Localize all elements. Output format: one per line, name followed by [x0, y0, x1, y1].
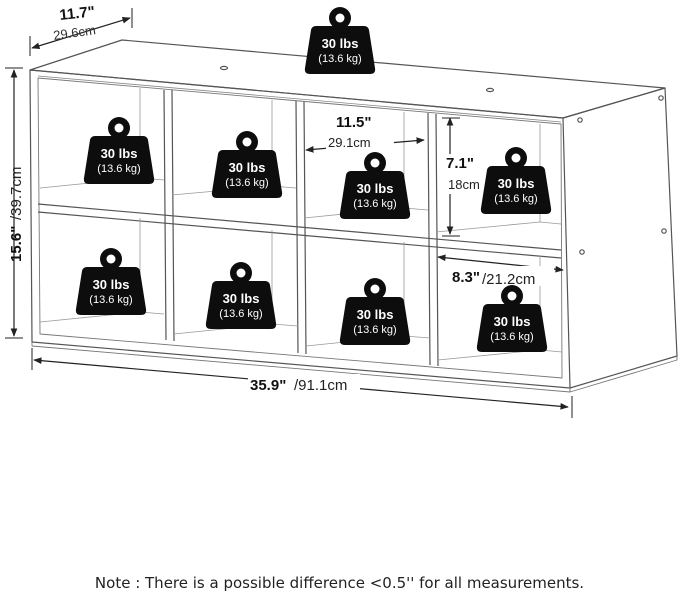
- weight-badge: 30 lbs (13.6 kg): [476, 285, 548, 352]
- weight-badges: 30 lbs (13.6 kg) 30 lbs (13.6 kg) 30 lbs (13.…: [75, 7, 552, 352]
- weight-kg-label: (13.6 kg): [318, 53, 361, 65]
- weight-icon: [304, 26, 376, 74]
- weight-kg-label: (13.6 kg): [89, 294, 132, 306]
- width-cm: /91.1cm: [294, 377, 347, 394]
- height-cm: /39.7cm: [8, 167, 25, 220]
- weight-lbs-label: 30 lbs: [322, 36, 359, 51]
- weight-badge: 30 lbs (13.6 kg): [75, 248, 147, 315]
- weight-lbs-label: 30 lbs: [93, 277, 130, 292]
- weight-lbs-label: 30 lbs: [357, 307, 394, 322]
- weight-lbs-label: 30 lbs: [229, 160, 266, 175]
- weight-kg-label: (13.6 kg): [353, 324, 396, 336]
- cube-width-inches: 11.5": [336, 114, 371, 131]
- weight-badge: 30 lbs (13.6 kg): [205, 262, 277, 329]
- depth-inches: 11.7": [59, 3, 96, 24]
- cube-height-cm: 18cm: [448, 177, 480, 192]
- weight-badge: 30 lbs (13.6 kg): [339, 278, 411, 345]
- weight-kg-label: (13.6 kg): [219, 308, 262, 320]
- weight-icon: [476, 304, 548, 352]
- weight-badge: 30 lbs (13.6 kg): [211, 131, 283, 198]
- width-inches: 35.9": [250, 377, 286, 394]
- cube-depth-inches: 8.3": [452, 269, 480, 286]
- divider-1: [163, 89, 175, 342]
- dimension-cube-width: 11.5" 29.1cm: [305, 114, 425, 153]
- shelf-right-side: [562, 87, 678, 389]
- cube-depth-cm: /21.2cm: [482, 271, 535, 288]
- weight-kg-label: (13.6 kg): [494, 193, 537, 205]
- weight-icon: [211, 150, 283, 198]
- weight-icon: [480, 166, 552, 214]
- weight-kg-label: (13.6 kg): [225, 177, 268, 189]
- weight-lbs-label: 30 lbs: [223, 291, 260, 306]
- measurement-note: Note : There is a possible difference <0…: [94, 574, 585, 592]
- depth-cm: 29.6cm: [52, 22, 96, 43]
- cube-width-cm: 29.1cm: [328, 135, 371, 150]
- dimension-cube-height: 7.1" 18cm: [442, 117, 482, 237]
- weight-badge: 30 lbs (13.6 kg): [339, 152, 411, 219]
- dimension-width: 35.9" /91.1cm: [31, 348, 573, 418]
- middle-shelf: [37, 203, 562, 259]
- weight-kg-label: (13.6 kg): [490, 331, 533, 343]
- weight-badge: 30 lbs (13.6 kg): [480, 147, 552, 214]
- weight-icon: [339, 171, 411, 219]
- weight-kg-label: (13.6 kg): [353, 198, 396, 210]
- weight-badge: 30 lbs (13.6 kg): [304, 7, 376, 74]
- weight-icon: [75, 267, 147, 315]
- divider-2: [295, 100, 307, 355]
- weight-icon: [339, 297, 411, 345]
- height-inches: 15.6": [8, 226, 25, 262]
- weight-icon: [205, 281, 277, 329]
- weight-lbs-label: 30 lbs: [494, 314, 531, 329]
- weight-kg-label: (13.6 kg): [97, 163, 140, 175]
- cube-height-inches: 7.1": [446, 155, 474, 172]
- weight-lbs-label: 30 lbs: [498, 176, 535, 191]
- weight-lbs-label: 30 lbs: [357, 181, 394, 196]
- weight-icon: [83, 136, 155, 184]
- weight-lbs-label: 30 lbs: [101, 146, 138, 161]
- dimension-height: 15.6" /39.7cm: [5, 67, 25, 339]
- dimension-depth: 11.7" 29.6cm: [29, 3, 133, 56]
- divider-3: [427, 112, 439, 367]
- weight-badge: 30 lbs (13.6 kg): [83, 117, 155, 184]
- dimension-cube-depth: 8.3" /21.2cm: [437, 254, 564, 288]
